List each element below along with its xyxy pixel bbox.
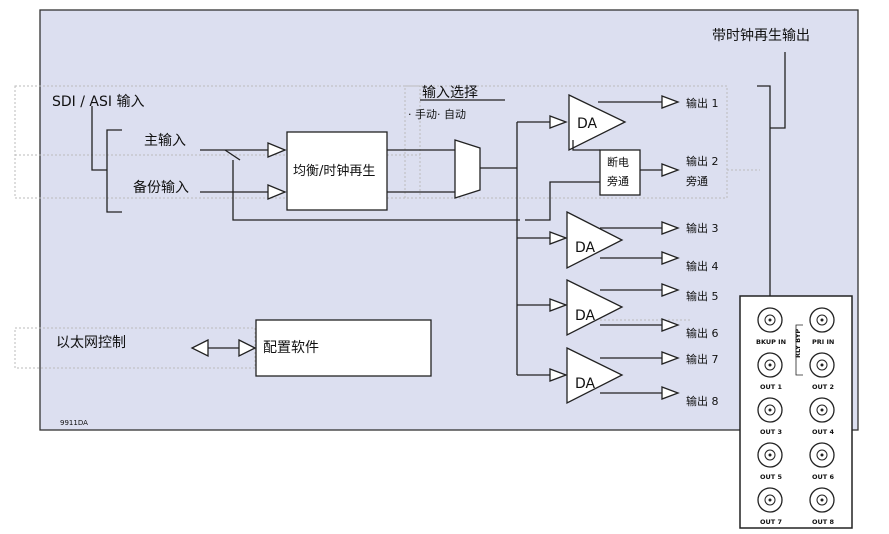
relay-bypass-label: RLY BYP [794,329,802,358]
connector-label-out-5: OUT 5 [760,473,783,481]
bnc-connector-out-6 [809,442,835,468]
connector-label-out-1: OUT 1 [760,383,783,391]
eq-block [286,131,388,211]
model-number: 9911DA [60,419,88,427]
primary-input-label: 主输入 [144,133,186,149]
bnc-connector-out-2 [809,352,835,378]
da-amp-3 [566,278,624,337]
bnc-connector-out-7 [757,487,783,513]
bnc-connector-out-3 [757,397,783,423]
output-7-label: 输出 7 [686,352,719,366]
da-amp-2-label: DA [575,240,596,256]
bnc-connector-out-1 [757,352,783,378]
connector-label-out-7: OUT 7 [760,518,782,526]
mux-symbol [454,139,481,199]
eq-block-label: 均衡/时钟再生 [293,163,375,179]
output-8-label: 输出 8 [686,394,719,408]
bnc-connector-out-8 [809,487,835,513]
da-amp-1 [568,93,627,152]
bnc-connector-out-4 [809,397,835,423]
ethernet-label: 以太网控制 [56,335,126,351]
bnc-connector-bkup-in [757,307,783,333]
connector-label-pri-in: PRI IN [812,338,834,346]
connector-label-out-3: OUT 3 [760,428,782,436]
input-dashed-box [14,85,421,199]
backup-input-label: 备份输入 [133,179,189,196]
bypass-block-line1: 断电 [607,155,629,169]
bypass-block [599,149,641,196]
output-2-label: 输出 2 [686,154,719,168]
connector-label-out-6: OUT 6 [812,473,835,481]
rear-panel: BKUP IN PRI IN RLY BYP OUT 1 OUT 2 OUT 3… [739,295,853,529]
bypass-output-label: 旁通 [686,174,708,188]
output-5-label: 输出 5 [686,289,719,303]
da-amp-4-label: DA [575,376,596,392]
connector-label-out-4: OUT 4 [812,428,835,436]
diagram-title: 带时钟再生输出 [712,27,810,44]
config-software-label: 配置软件 [263,340,319,356]
input-select-label: 输入选择 [422,85,478,101]
config-software-block [255,319,432,377]
bnc-connector-out-5 [757,442,783,468]
da-amp-3-label: DA [575,308,596,324]
bnc-connector-pri-in [809,307,835,333]
connector-label-out-2: OUT 2 [812,383,834,391]
input-label: SDI / ASI 输入 [52,94,144,110]
output-6-label: 输出 6 [686,326,719,340]
da-amp-1-label: DA [577,116,598,132]
output-1-label: 输出 1 [686,96,719,110]
connector-label-bkup-in: BKUP IN [756,338,786,346]
output-4-label: 输出 4 [686,259,719,273]
connector-label-out-8: OUT 8 [812,518,835,526]
bypass-block-line2: 旁通 [607,174,629,188]
output-3-label: 输出 3 [686,221,719,235]
select-modes: · 手动· 自动 [408,107,466,121]
da-amp-2 [566,210,624,270]
da-amp-4 [566,346,624,405]
select-dashed-box [404,85,728,199]
